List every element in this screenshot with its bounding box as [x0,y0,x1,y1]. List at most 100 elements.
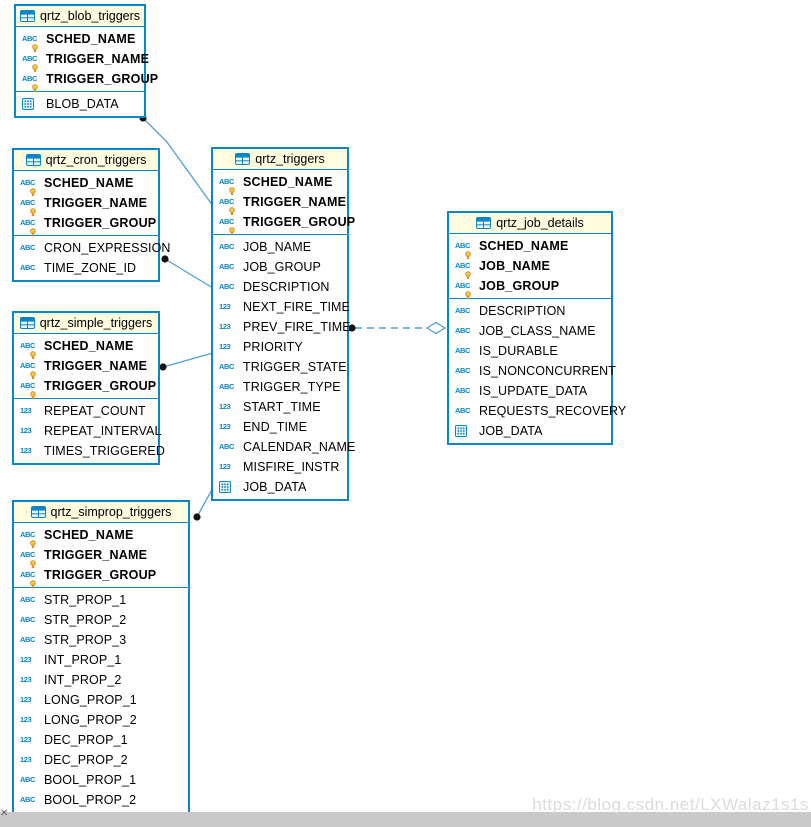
entity-header[interactable]: qrtz_cron_triggers [14,150,158,171]
column-label: REQUESTS_RECOVERY [479,404,627,418]
entity-header[interactable]: qrtz_job_details [449,213,611,234]
column-label: NEXT_FIRE_TIME [243,300,350,314]
close-icon[interactable]: ✕ [0,808,9,819]
column-label: TRIGGER_NAME [243,195,347,209]
entity-title: qrtz_simprop_triggers [50,505,172,519]
entity-header[interactable]: qrtz_blob_triggers [16,6,144,27]
text-type-icon: ABC [219,442,235,452]
column-label: TRIGGER_GROUP [243,215,356,229]
relation-cron-to-triggers[interactable] [164,258,214,289]
column-requests-recovery[interactable]: ABC REQUESTS_RECOVERY [449,401,626,421]
text-type-icon: ABC [455,306,471,316]
text-type-icon: ABC [219,262,235,272]
relation-endpoint-dot [161,255,169,263]
column-job-data[interactable]: JOB_DATA [449,421,611,441]
numeric-type-icon: 123 [219,322,231,332]
text-type-icon: ABC [219,282,235,292]
text-type-icon: ABC [219,242,235,252]
primary-key-icon [29,560,37,569]
text-type-icon: ABC [22,55,46,73]
entity-header[interactable]: qrtz_triggers [213,149,347,170]
entity-header[interactable]: qrtz_simprop_triggers [14,502,188,523]
column-label: IS_UPDATE_DATA [479,384,588,398]
column-label: START_TIME [243,400,321,414]
watermark: https://blog.csdn.net/LXWalaz1s1s [532,795,809,814]
window-bottom-bar [0,812,811,827]
column-blob-data[interactable]: BLOB_DATA [16,94,144,114]
column-label: TRIGGER_NAME [44,359,148,373]
text-type-icon: ABC [455,406,471,416]
entity-title: qrtz_blob_triggers [39,9,141,23]
entity-title: qrtz_simple_triggers [39,316,153,330]
column-label: JOB_DATA [479,424,543,438]
column-job-data[interactable]: JOB_DATA [213,477,347,497]
text-type-icon: ABC [20,531,44,549]
text-type-icon: ABC [22,75,46,93]
entity-header[interactable]: qrtz_simple_triggers [14,313,158,334]
text-type-icon: ABC [20,595,36,605]
column-label: TRIGGER_NAME [46,52,150,66]
table-grid-icon [19,10,35,22]
relation-simple-to-triggers[interactable] [162,352,214,368]
column-label: IS_DURABLE [479,344,558,358]
